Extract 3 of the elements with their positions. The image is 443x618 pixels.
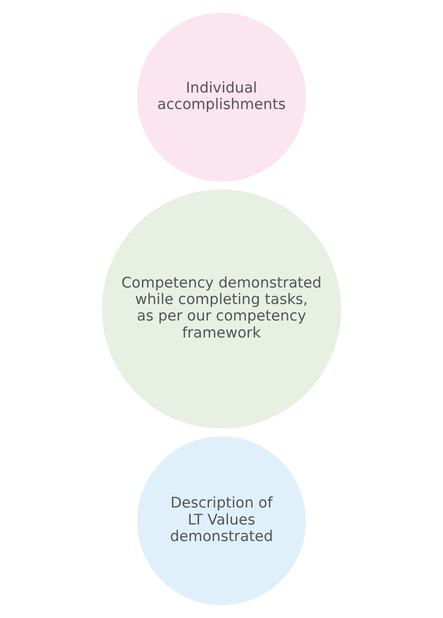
node-circle: Description of LT Values demonstrated — [137, 436, 306, 606]
node-circle: Competency demonstrated while completing tasks, as per our competency framework — [102, 189, 342, 429]
node-circle: Individual accomplishments — [137, 12, 306, 182]
